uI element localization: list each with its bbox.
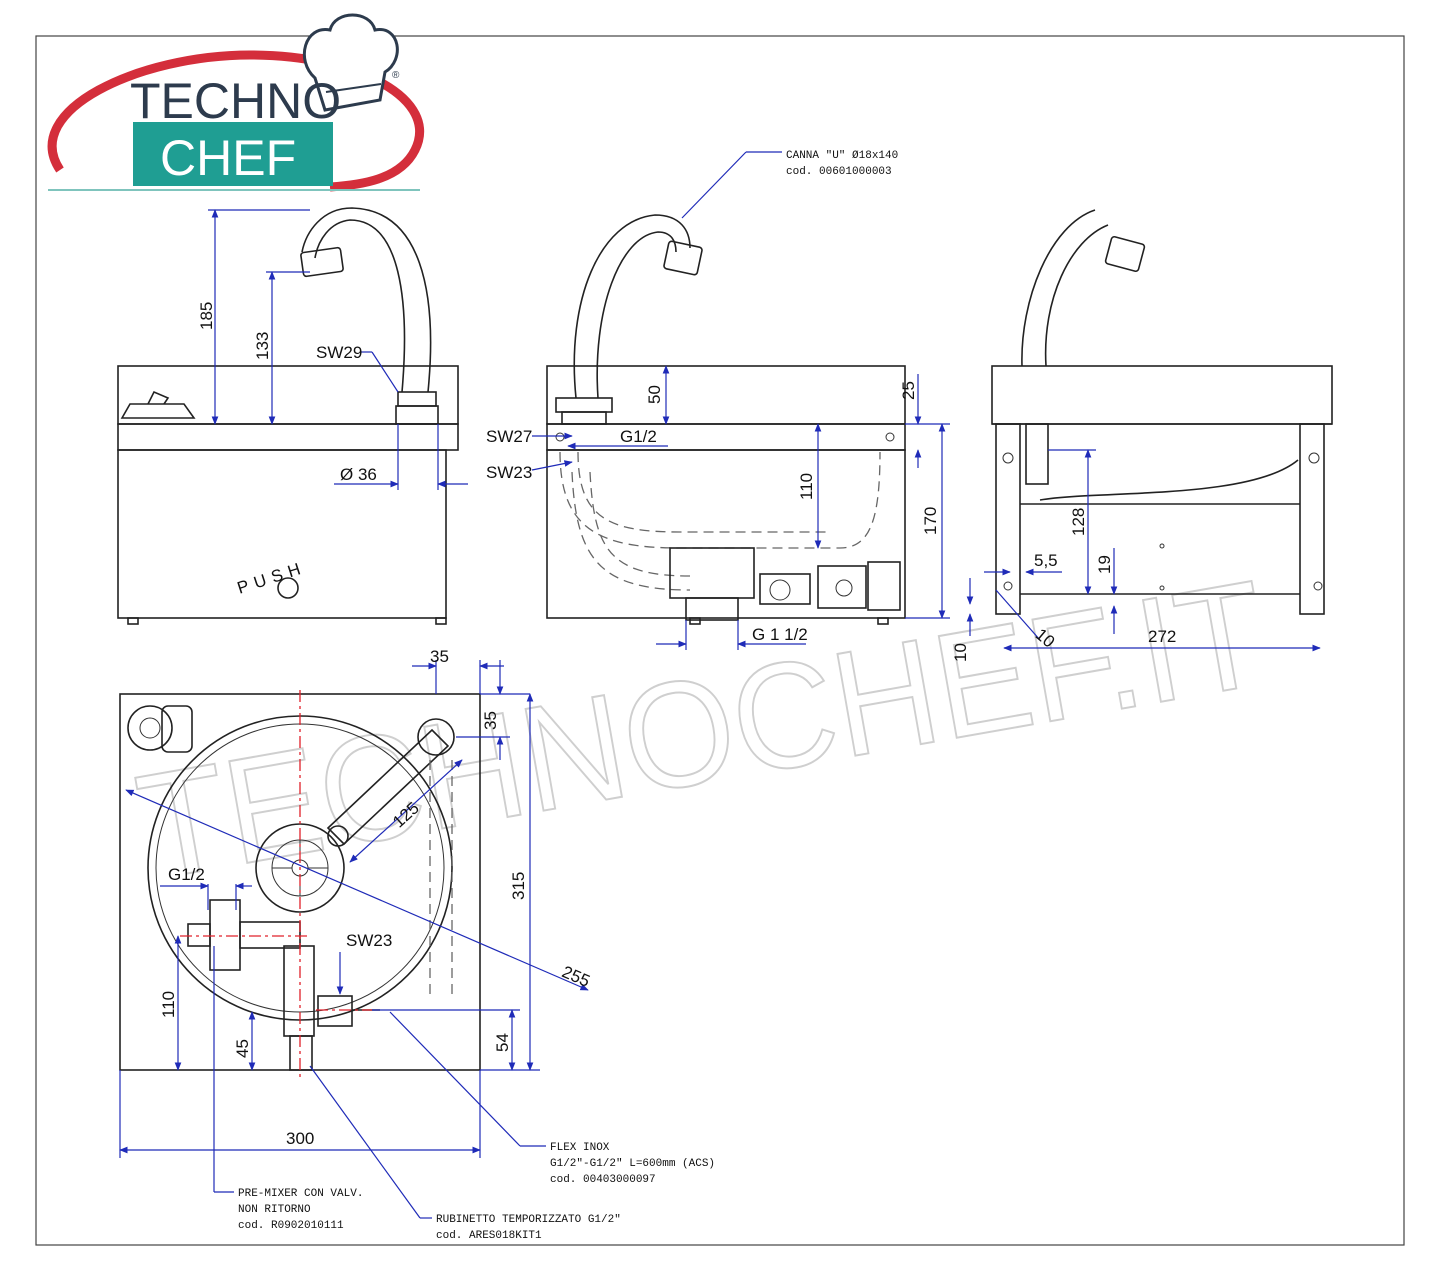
side-view: PUSH 185 133 SW29 Ø 36	[117, 207, 468, 625]
aerator-icon	[300, 246, 344, 278]
dim-185: 185	[197, 302, 216, 330]
push-button: PUSH	[235, 558, 308, 599]
watermark: TECHNOCHEF.IT	[126, 548, 1278, 911]
dim-50: 50	[645, 385, 664, 404]
top-view: 35 35 315 125 255 G1/2 110 45 54 300 SW2…	[119, 647, 715, 1242]
note-rubinetto-line2: cod. ARES018KIT1	[436, 1230, 542, 1242]
note-premixer-line2: NON RITORNO	[238, 1204, 311, 1216]
label-g12-top: G1/2	[168, 865, 205, 884]
dim-110: 110	[797, 473, 816, 500]
registered-mark: ®	[392, 70, 400, 81]
dim-170: 170	[921, 507, 940, 535]
note-rubinetto-line1: RUBINETTO TEMPORIZZATO G1/2"	[436, 1214, 621, 1226]
note-premixer-line3: cod. R0902010111	[238, 1220, 344, 1232]
dim-25: 25	[899, 381, 918, 400]
dim-45: 45	[233, 1039, 252, 1058]
dim-255: 255	[559, 962, 593, 991]
note-flex-line1: FLEX INOX	[550, 1142, 610, 1154]
aerator-icon	[1104, 235, 1146, 273]
dim-54: 54	[493, 1033, 512, 1052]
logo-line2: CHEF	[160, 130, 296, 186]
chef-hat-icon	[302, 13, 399, 112]
technochef-logo: TECHNO CHEF ®	[47, 13, 425, 192]
drawing-frame	[35, 35, 1405, 1246]
label-g-1-1-2: G 1 1/2	[752, 625, 808, 644]
valve-cap-icon	[120, 403, 196, 419]
spout-base	[417, 718, 455, 756]
logo-line1: TECHNO	[130, 73, 341, 129]
valve-cap-icon	[127, 705, 173, 751]
dim-315: 315	[509, 872, 528, 900]
label-sw23-front: SW23	[486, 463, 532, 482]
note-canna-line1: CANNA "U" Ø18x140	[786, 150, 898, 162]
note-premixer-line1: PRE-MIXER CON VALV.	[238, 1188, 363, 1200]
dim-5-5: 5,5	[1034, 551, 1058, 570]
dim-272: 272	[1148, 627, 1176, 646]
label-sw29: SW29	[316, 343, 362, 362]
dim-35-top: 35	[430, 647, 449, 666]
label-sw23-top: SW23	[346, 931, 392, 950]
label-sw27: SW27	[486, 427, 532, 446]
dim-35-side: 35	[481, 711, 500, 730]
note-canna-line2: cod. 00601000003	[786, 166, 892, 178]
dim-10-vert: 10	[951, 643, 970, 662]
dim-133: 133	[253, 332, 272, 360]
dim-110-top: 110	[159, 991, 178, 1018]
aerator-icon	[663, 240, 703, 276]
dim-300: 300	[286, 1129, 314, 1148]
dim-diameter-36: Ø 36	[340, 465, 377, 484]
front-view: 50 110 170 25 SW27 G1/2 SW23 G 1 1/2 CAN…	[486, 150, 950, 650]
note-flex-line2: G1/2"-G1/2" L=600mm (ACS)	[550, 1158, 715, 1170]
label-g12-front: G1/2	[620, 427, 657, 446]
dim-128: 128	[1069, 508, 1088, 536]
dim-19: 19	[1095, 555, 1114, 574]
note-flex-line3: cod. 00403000097	[550, 1174, 656, 1186]
